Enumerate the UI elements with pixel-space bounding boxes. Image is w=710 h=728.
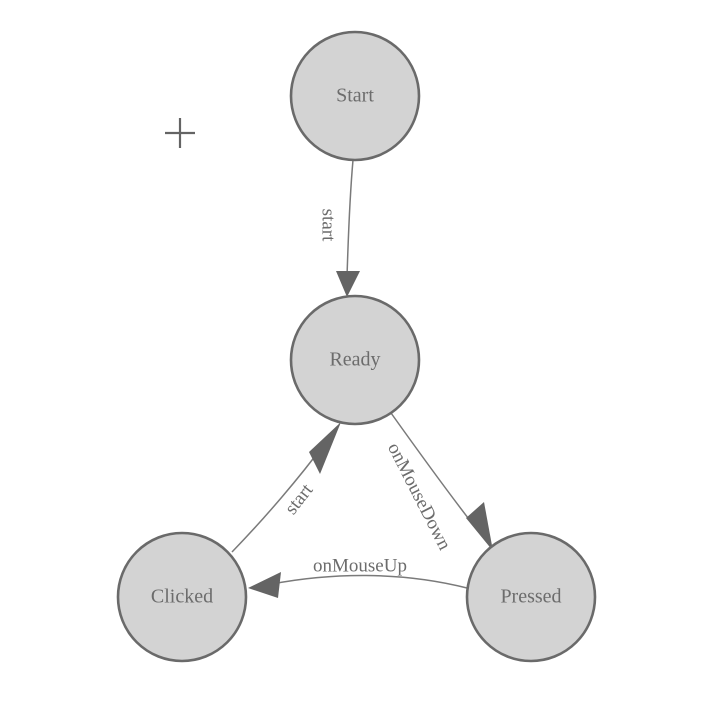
edge-clicked-to-ready[interactable]: start xyxy=(231,422,341,553)
node-clicked-circle xyxy=(116,531,248,663)
edge-pressed-to-clicked-arrowhead xyxy=(248,572,281,598)
edge-pressed-to-clicked-path xyxy=(271,574,468,589)
node-start-circle xyxy=(289,30,421,162)
edge-start-to-ready-arrowhead xyxy=(336,271,360,297)
edge-pressed-to-clicked[interactable]: onMouseUp xyxy=(248,555,468,598)
plus-crosshair-icon[interactable] xyxy=(165,118,195,148)
edge-ready-to-pressed[interactable]: onMouseDown xyxy=(383,412,493,554)
node-clicked-label: Clicked xyxy=(151,586,213,608)
node-pressed[interactable]: Pressed xyxy=(465,531,597,663)
edge-label-pressed-to-clicked: onMouseUp xyxy=(313,555,407,576)
node-ready-circle xyxy=(289,294,421,426)
edge-clicked-to-ready-arrowhead xyxy=(309,422,341,474)
node-clicked[interactable]: Clicked xyxy=(116,531,248,663)
node-start-label: Start xyxy=(336,85,374,107)
edge-label-ready-to-pressed: onMouseDown xyxy=(383,440,455,554)
node-ready[interactable]: Ready xyxy=(289,294,421,426)
node-pressed-circle xyxy=(465,531,597,663)
node-pressed-label: Pressed xyxy=(500,586,561,608)
node-ready-label: Ready xyxy=(329,349,380,371)
edge-label-clicked-to-ready: start xyxy=(281,479,318,518)
edge-label-start-to-ready: start xyxy=(318,209,339,242)
node-start[interactable]: Start xyxy=(289,30,421,162)
edge-ready-to-pressed-arrowhead xyxy=(466,502,493,551)
edge-start-to-ready[interactable]: start xyxy=(318,159,360,297)
edge-start-to-ready-path xyxy=(346,159,354,277)
